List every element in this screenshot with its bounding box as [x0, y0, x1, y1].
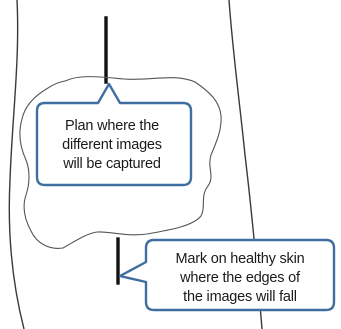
callout-capture-plan-line-2: different images [38, 136, 186, 155]
callout-skin-marks-text: Mark on healthy skin where the edges of … [147, 250, 333, 307]
callout-capture-plan-line-1: Plan where the [38, 117, 186, 136]
callout-skin-marks-line-1: Mark on healthy skin [147, 250, 333, 269]
callout-skin-marks-line-3: the images will fall [147, 288, 333, 307]
callout-capture-plan-text: Plan where the different images will be … [38, 117, 186, 174]
limb-left-outline [9, 0, 24, 329]
callout-skin-marks-line-2: where the edges of [147, 269, 333, 288]
callout-capture-plan-line-3: will be captured [38, 155, 186, 174]
